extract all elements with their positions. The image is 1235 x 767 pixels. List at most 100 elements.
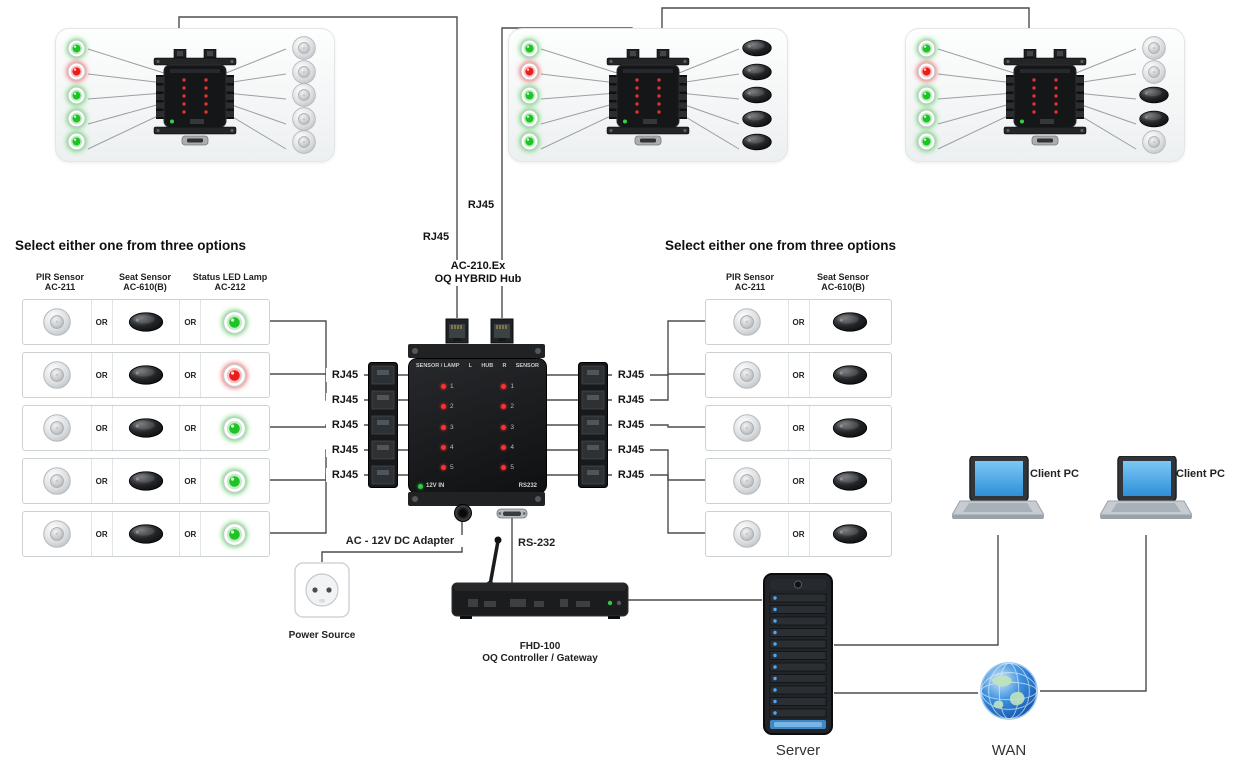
rj45-uplink-port-left-icon [445,318,469,344]
pir-sensor-icon [37,520,77,548]
rj45-jackstrip-left-icon [368,362,398,488]
hub-bottom-flange [408,492,545,506]
port-number: 5 [450,464,454,471]
sensor-icon [287,60,321,84]
status-led-lamp-icon [520,109,539,128]
right-options-heading: Select either one from three options [665,238,897,253]
rj45-port-label: RJ45 [326,393,364,407]
sensor-icon [740,130,774,154]
status-led-lamp-icon [917,62,936,81]
column-header-pir-left: PIR Sensor AC-211 [20,272,100,292]
status-led-lamp-icon [222,522,247,547]
oq-hub-device-icon [150,49,240,149]
gateway-label: FHD-100 OQ Controller / Gateway [452,641,628,665]
right-option-row-2: OR [705,352,892,398]
left-option-row-1: OR OR [22,299,270,345]
pir-sensor-icon [37,308,77,336]
or-label: OR [179,459,202,503]
or-label: OR [787,459,810,503]
port-led-icon [501,384,507,389]
dc-adapter-label: AC - 12V DC Adapter [336,535,464,547]
column-header-seat-left: Seat Sensor AC-610(B) [105,272,185,292]
sensor-column [740,37,774,153]
sensor-icon [740,107,774,131]
status-led-lamp-icon [520,39,539,58]
rj45-port-label: RJ45 [612,418,650,432]
client-pc-1-label: Client PC [1030,468,1079,480]
or-label: OR [90,459,113,503]
seat-sensor-icon [126,414,166,442]
sensor-icon [1137,130,1171,154]
status-led-lamp-icon [917,132,936,151]
pir-sensor-icon [727,467,767,495]
column-header-line2: AC-610(B) [821,282,865,292]
db9-serial-connector-icon [496,506,528,520]
column-header-seat-right: Seat Sensor AC-610(B) [800,272,886,292]
hub-led-column-right: 1 2 3 4 5 [501,383,514,471]
wire-right-row1 [608,320,705,376]
zone-group-panel-2 [508,28,788,162]
column-header-line1: PIR Sensor [35,272,84,282]
status-led-lamp-icon [67,62,86,81]
wire-server-client1 [834,535,999,646]
sensor-icon [287,107,321,131]
seat-sensor-icon [126,467,166,495]
gateway-device-icon [450,535,630,620]
oq-hub-device-icon [1000,49,1090,149]
wire-right-row5 [608,474,705,534]
hub-name-text: OQ HYBRID Hub [434,273,522,285]
seat-sensor-icon [126,520,166,548]
gateway-model-text: FHD-100 [519,641,561,652]
hub-model-text: AC-210.Ex [450,260,506,272]
port-led-icon [441,424,446,430]
hub-bottom-labels: 12V IN RS232 [418,483,537,489]
rj45-uplink-port-right-icon [490,318,514,344]
rs232-label: RS-232 [518,537,574,549]
column-header-line1: Status LED Lamp [192,272,268,282]
or-label: OR [787,300,810,344]
status-led-lamp-icon [222,469,247,494]
or-label: OR [179,300,202,344]
left-option-row-5: OR OR [22,511,270,557]
hub-label-sensor-lamp: SENSOR / LAMP [416,363,460,369]
pir-sensor-icon [37,361,77,389]
port-number: 1 [450,383,454,390]
hub-label-hub: HUB [481,363,494,369]
gateway-name-text: OQ Controller / Gateway [482,653,598,664]
port-number: 2 [510,403,514,411]
pir-sensor-icon [37,467,77,495]
wire-left-row1 [268,320,368,376]
status-led-lamp-icon [67,39,86,58]
status-led-lamp-icon [520,132,539,151]
column-header-line1: Seat Sensor [118,272,172,282]
sensor-icon [1137,83,1171,107]
status-led-column [917,39,936,151]
status-led-lamp-icon [67,86,86,105]
or-label: OR [90,512,113,556]
column-header-line1: PIR Sensor [725,272,774,282]
port-led-icon [441,444,446,450]
column-header-line2: AC-211 [734,282,766,292]
wan-label: WAN [991,742,1027,759]
port-number: 5 [510,464,514,471]
column-header-lamp-left: Status LED Lamp AC-212 [188,272,272,292]
left-option-row-3: OR OR [22,405,270,451]
or-label: OR [179,353,202,397]
port-number: 2 [450,403,454,411]
hub-label-sensor: SENSOR [515,363,539,369]
hub-port-group-labels: SENSOR / LAMP L HUB R SENSOR [409,359,546,369]
rj45-label-upper: RJ45 [462,198,500,212]
wire-left-row5 [268,474,368,534]
server-label: Server [775,742,821,759]
rj45-port-label: RJ45 [326,443,364,457]
zone-group-panel-3 [905,28,1185,162]
column-header-line2: AC-212 [214,282,246,292]
seat-sensor-icon [126,308,166,336]
sensor-icon [740,60,774,84]
pir-sensor-icon [37,414,77,442]
client-pc-2-label: Client PC [1176,468,1225,480]
sensor-column [287,37,321,153]
sensor-icon [287,36,321,60]
port-number: 4 [450,443,454,451]
port-led-icon [501,424,507,430]
